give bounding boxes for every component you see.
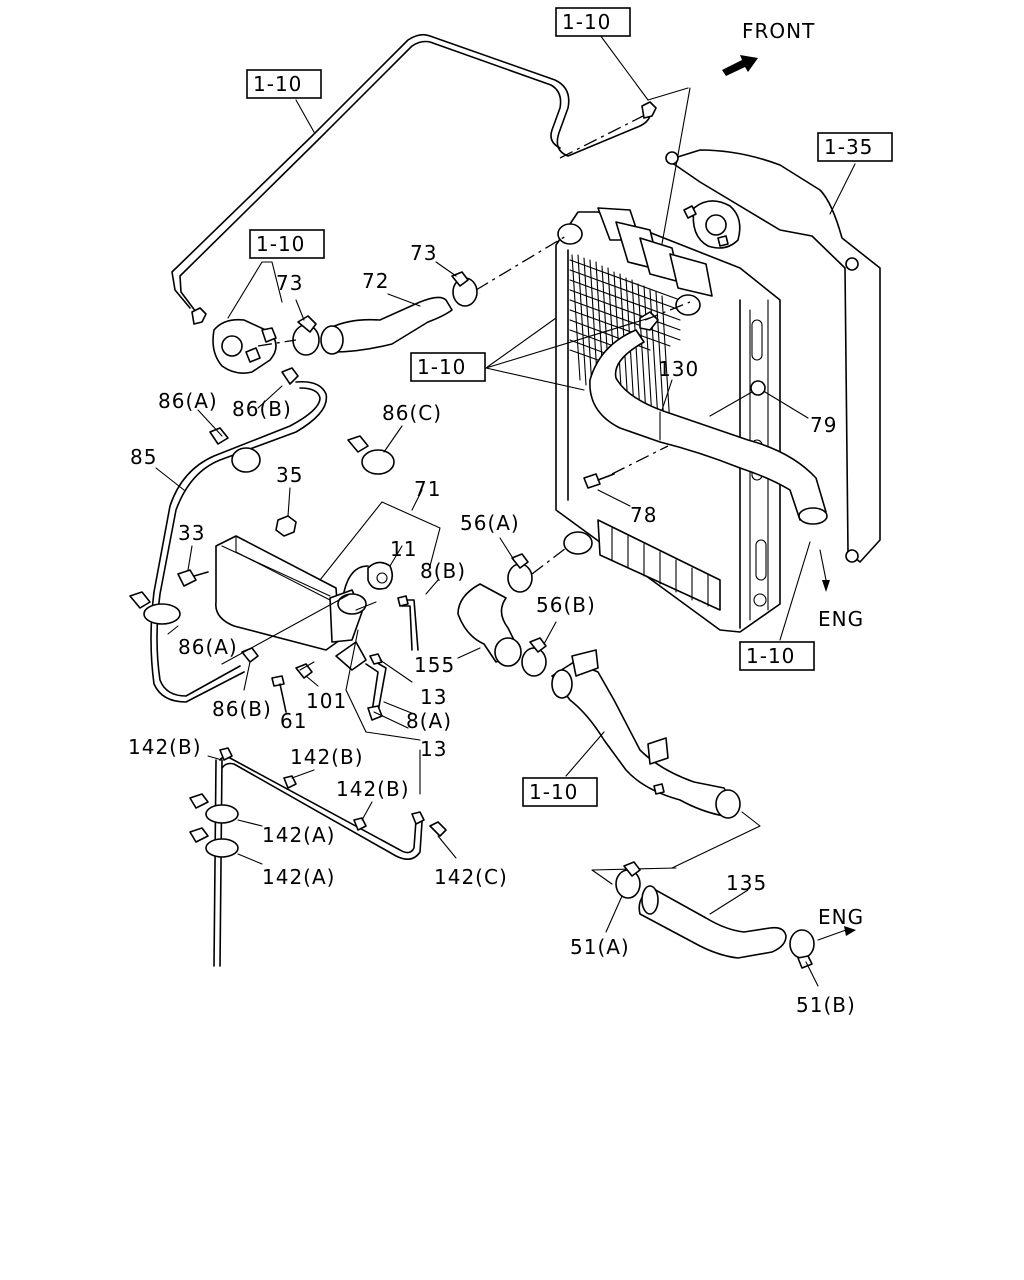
part-label-72: 72 [362, 269, 389, 293]
part-label-142a-1: 142(A) [262, 823, 335, 847]
part-label-86a-bottom: 86(A) [178, 635, 238, 659]
bolt-33 [177, 569, 209, 587]
part-label-142b-2: 142(B) [290, 745, 364, 769]
ref-label: 1-10 [746, 644, 795, 668]
part-label-33: 33 [178, 521, 205, 545]
clamp-51a [615, 861, 641, 899]
part-label-56a: 56(A) [460, 511, 520, 535]
part-label-35: 35 [276, 463, 303, 487]
expansion-fitting [212, 318, 299, 385]
ref-box-1[interactable]: 1-10 [555, 7, 631, 37]
front-arrow-icon [722, 55, 758, 76]
part-label-85: 85 [130, 445, 157, 469]
part-label-51b: 51(B) [796, 993, 856, 1017]
lower-radiator-hose [589, 311, 828, 525]
clamp-73-left [292, 315, 320, 356]
part-label-142b-1: 142(B) [128, 735, 202, 759]
ref-box-3[interactable]: 1-10 [249, 229, 325, 259]
ref-label: 1-10 [417, 355, 466, 379]
part-label-142a-2: 142(A) [262, 865, 335, 889]
hose-85 [150, 380, 328, 703]
ref-label: 1-10 [562, 10, 611, 34]
ref-box-7[interactable]: 1-35 [817, 132, 893, 162]
part-label-86b-bottom: 86(B) [212, 697, 272, 721]
radiator-core [555, 149, 881, 633]
part-label-8a: 8(A) [406, 709, 452, 733]
hose-135 [638, 885, 787, 959]
part-label-155: 155 [414, 653, 455, 677]
eng-label-bottom: ENG [818, 905, 864, 929]
part-label-73a: 73 [276, 271, 303, 295]
clamp-73-right [451, 271, 478, 307]
hose-8b [397, 595, 419, 651]
clamp-86b-lower [241, 647, 259, 663]
eng-label-right: ENG [818, 607, 864, 631]
part-label-86c: 86(C) [382, 401, 442, 425]
front-label: FRONT [742, 19, 815, 43]
part-label-11: 11 [390, 537, 417, 561]
part-label-13b: 13 [420, 737, 447, 761]
ref-box-2[interactable]: 1-10 [246, 69, 322, 99]
part-label-142b-3: 142(B) [336, 777, 410, 801]
ref-box-4[interactable]: 1-10 [410, 352, 486, 382]
part-label-130: 130 [658, 357, 699, 381]
part-label-71: 71 [414, 477, 441, 501]
part-label-61: 61 [280, 709, 307, 733]
ref-label: 1-35 [824, 135, 873, 159]
ref-box-6[interactable]: 1-10 [522, 777, 598, 807]
part-label-86a-top: 86(A) [158, 389, 218, 413]
ref-label: 1-10 [256, 232, 305, 256]
bolt-79 [750, 380, 766, 396]
ref-label: 1-10 [253, 72, 302, 96]
charge-pipe [551, 649, 741, 819]
clamp-86c [347, 435, 395, 475]
nut-35 [275, 515, 297, 537]
bolt-78 [583, 473, 615, 489]
ref-box-5[interactable]: 1-10 [739, 641, 815, 671]
clamp-86a-lower [129, 591, 181, 625]
part-label-51a: 51(A) [570, 935, 630, 959]
part-label-135: 135 [726, 871, 767, 895]
radiator-fins [569, 254, 681, 427]
part-label-101: 101 [306, 689, 347, 713]
part-label-8b: 8(B) [420, 559, 466, 583]
upper-hose-72 [320, 296, 453, 355]
part-label-13a: 13 [420, 685, 447, 709]
part-label-142c: 142(C) [434, 865, 508, 889]
part-label-86b-top: 86(B) [232, 397, 292, 421]
part-label-56b: 56(B) [536, 593, 596, 617]
part-label-78: 78 [630, 503, 657, 527]
vent-pipe-142 [189, 747, 447, 967]
clamp-86a-upper [209, 427, 261, 473]
upper-vent-tube [171, 33, 657, 325]
bolt-61 [271, 675, 287, 713]
clamp-51b [789, 929, 815, 969]
hose-8a [365, 653, 387, 721]
hose-155 [457, 583, 522, 667]
clamp-56a [507, 553, 533, 593]
part-label-73b: 73 [410, 241, 437, 265]
clamp-56b [521, 637, 547, 677]
ref-label: 1-10 [529, 780, 578, 804]
bolt-101 [295, 663, 313, 679]
part-label-79: 79 [810, 413, 837, 437]
